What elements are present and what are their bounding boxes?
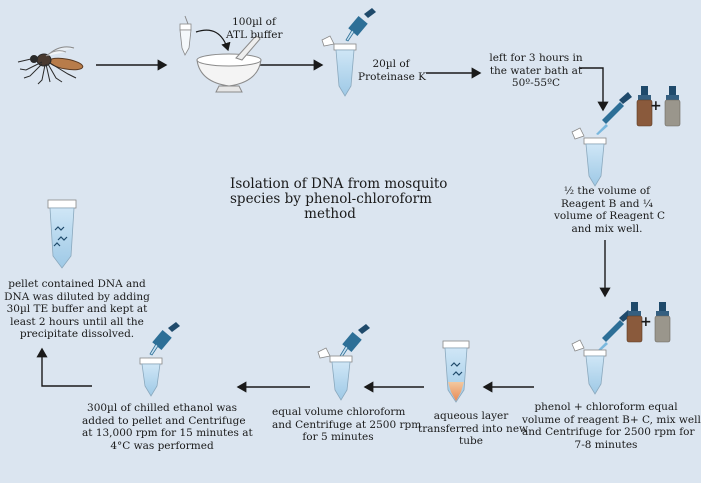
label-line: left for 3 hours in [489,52,583,64]
label-line: volume of reagent B+ C, mix well [522,413,701,426]
reagent-bottle-icon [626,302,643,343]
step-aqueous-layer: aqueous layer transferred into new tube [418,410,529,448]
label-line: phenol + chloroform equal [534,401,678,413]
pipette-icon [596,310,632,353]
label-line: for 5 minutes [302,431,374,443]
microtube-icon [571,127,607,187]
step-phenol-chloroform: phenol + chloroform equal volume of reag… [522,401,701,451]
arrow-waterbath-to-reagent [580,67,609,112]
label-line: Proteinase K [358,70,427,83]
title-line: species by phenol-chloroform [230,191,432,207]
reagent-bottle-icon [654,302,671,343]
pipette-icon [596,92,632,135]
dropper-icon [342,8,376,49]
reagent-bottle-icon [664,86,681,127]
step-chloroform: equal volume chloroform and Centrifuge a… [272,406,422,444]
label-line: 300µl of chilled ethanol was [87,402,237,414]
label-line: and Centrifuge at 2500 rpm [272,418,422,431]
step-pellet-te-buffer: pellet contained DNA and DNA was diluted… [2,278,152,341]
label-line: 4°C was performed [110,439,214,452]
label-line: DNA was diluted by adding [4,290,150,303]
label-line: volume of Reagent C [554,210,666,222]
microtube-icon [47,199,77,269]
plus-sign: + [640,314,652,330]
label-line: transferred into new [418,422,529,435]
title-line: method [304,206,356,222]
label-line: precipitate dissolved. [19,328,135,340]
label-line: 7-8 minutes [574,438,638,451]
label-line: 20µl of [372,58,410,70]
step-water-bath: left for 3 hours in the water bath at 50… [482,52,590,90]
label-line: pellet contained DNA and [8,278,146,290]
label-line: aqueous layer [433,410,509,422]
plus-sign: + [650,98,662,114]
title-line: Isolation of DNA from mosquito [230,176,448,192]
mortar-pestle-icon [196,36,262,93]
label-line: at 13,000 rpm for 15 minutes at [82,427,253,439]
microtube-icon [317,347,353,401]
label-line: and Centrifuge for 2500 rpm for [522,426,695,438]
label-line: 100µl of [232,16,276,28]
microtube-icon [571,339,607,395]
step-reagent-bc: ½ the volume of Reagent B and ¼ volume o… [554,185,666,235]
mosquito-icon [17,46,84,85]
label-line: Reagent B and ¼ [561,197,653,210]
reagent-bottle-icon [636,86,653,127]
step-proteinase-k: 20µl of Proteinase K [358,58,427,83]
label-line: 50º-55ºC [511,77,561,89]
step-chilled-ethanol: 300µl of chilled ethanol was added to pe… [82,402,253,452]
microtube-icon [321,35,357,97]
label-line: least 2 hours until all the [10,315,144,328]
label-line: ATL buffer [226,28,283,41]
microtube-icon [179,15,192,56]
label-line: tube [459,435,483,447]
diagram-title: Isolation of DNA from mosquito species b… [230,176,448,222]
label-line: added to pellet and Centrifuge [82,414,246,427]
curved-arrow-into-mortar [195,29,231,52]
arrow-ethanol-to-pellet [36,347,92,387]
label-line: 30µl TE buffer and kept at [6,303,148,315]
microtube-icon [442,340,470,403]
step-atl-buffer: 100µl of ATL buffer [226,16,283,41]
label-line: the water bath at [489,64,583,77]
microtube-icon [139,357,163,397]
flow-arrows [36,59,611,393]
label-line: and mix well. [571,222,643,235]
label-line: ½ the volume of [563,185,651,197]
label-line: equal volume chloroform [272,406,406,418]
